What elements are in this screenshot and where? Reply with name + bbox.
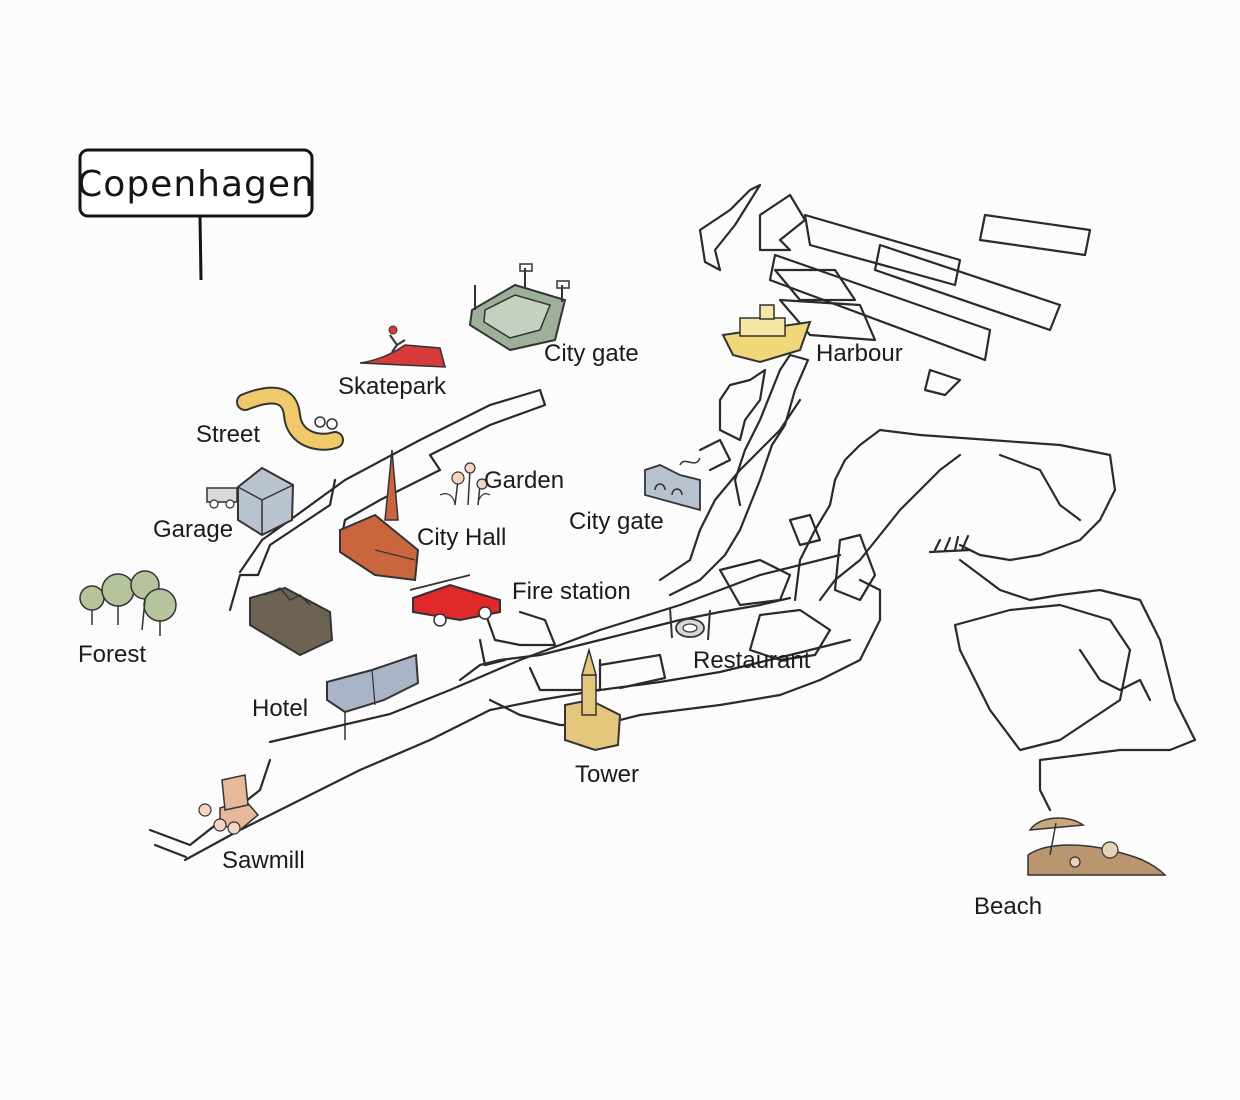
- skatepark-icon[interactable]: [359, 325, 446, 368]
- pier-2: [758, 193, 807, 252]
- sign-title: Copenhagen: [77, 164, 315, 205]
- place-label-stadium[interactable]: City gate: [544, 340, 639, 367]
- canal-north-west-quay: [718, 368, 767, 442]
- side-lane: [478, 638, 507, 667]
- harbour-islet: [923, 368, 962, 397]
- place-label-city-gate[interactable]: City gate: [569, 508, 664, 535]
- city-sign: Copenhagen: [77, 148, 315, 281]
- upper-street-west: [228, 573, 260, 612]
- pier-6: [768, 253, 992, 362]
- place-label-harbour[interactable]: Harbour: [816, 340, 903, 367]
- canal-island-3: [718, 558, 792, 607]
- restaurant-block: [748, 608, 832, 662]
- sign-post: [198, 215, 203, 281]
- hotel-icon[interactable]: [326, 653, 420, 740]
- coast-inlet: [1078, 648, 1152, 702]
- city-block-3: [598, 653, 667, 690]
- tower-island: [488, 578, 882, 727]
- place-label-forest[interactable]: Forest: [78, 641, 147, 668]
- city-block-1: [458, 596, 792, 682]
- place-label-city-hall[interactable]: City Hall: [417, 524, 507, 551]
- canal-quay-step: [698, 438, 732, 472]
- stadium-icon[interactable]: [468, 263, 570, 352]
- street-lines: [148, 183, 1197, 862]
- south-coast: [953, 603, 1132, 752]
- canal-east-inner: [818, 453, 962, 602]
- main-street-outline-south: [183, 638, 852, 862]
- place-label-tower[interactable]: Tower: [575, 761, 640, 788]
- place-label-sawmill[interactable]: Sawmill: [222, 847, 305, 874]
- flowers-icon[interactable]: [439, 462, 491, 506]
- church-tower-icon[interactable]: [564, 647, 622, 752]
- sawmill-icon[interactable]: [198, 774, 260, 835]
- sawmill-road-end: [153, 843, 188, 859]
- place-label-skatepark[interactable]: Skatepark: [338, 373, 447, 400]
- canal-island-2: [833, 533, 877, 602]
- canal-island-1: [788, 513, 822, 547]
- place-label-restaurant[interactable]: Restaurant: [693, 647, 811, 674]
- pier-5: [803, 213, 962, 287]
- city-block-2: [528, 658, 602, 692]
- garage-icon[interactable]: [206, 466, 295, 537]
- place-label-hotel[interactable]: Hotel: [252, 695, 309, 722]
- pier-8: [978, 213, 1092, 257]
- pier-7: [873, 243, 1062, 332]
- factory-icon: [249, 586, 334, 657]
- place-label-garage[interactable]: Garage: [153, 516, 234, 543]
- fire-truck-icon[interactable]: [409, 574, 501, 627]
- fire-station-lane: [483, 610, 557, 647]
- place-label-garden[interactable]: Garden: [484, 467, 565, 494]
- city-hall-icon[interactable]: [339, 449, 420, 582]
- coast-edge: [998, 453, 1082, 522]
- sign-board: [78, 148, 314, 218]
- upper-street-inner: [256, 478, 337, 577]
- pier-3: [773, 268, 857, 302]
- place-label-fire-station[interactable]: Fire station: [512, 578, 631, 605]
- main-street-outline-north: [268, 553, 842, 744]
- canal-east: [793, 428, 1117, 602]
- south-coast-outer: [958, 558, 1197, 812]
- place-label-beach[interactable]: Beach: [974, 893, 1043, 920]
- sawmill-road: [148, 758, 272, 847]
- winding-street-icon[interactable]: [236, 386, 344, 451]
- moored-boats: [928, 534, 972, 554]
- city-gate-icon[interactable]: [644, 457, 701, 512]
- beach-umbrella-icon[interactable]: [1027, 817, 1167, 876]
- canal-main: [658, 398, 802, 582]
- pier-1: [698, 183, 762, 272]
- trees-icon[interactable]: [79, 570, 177, 636]
- plate-cutlery-icon[interactable]: [669, 607, 711, 641]
- place-label-street[interactable]: Street: [196, 421, 261, 448]
- ferry-boat-icon[interactable]: [721, 304, 812, 364]
- canal-north-west: [668, 353, 810, 597]
